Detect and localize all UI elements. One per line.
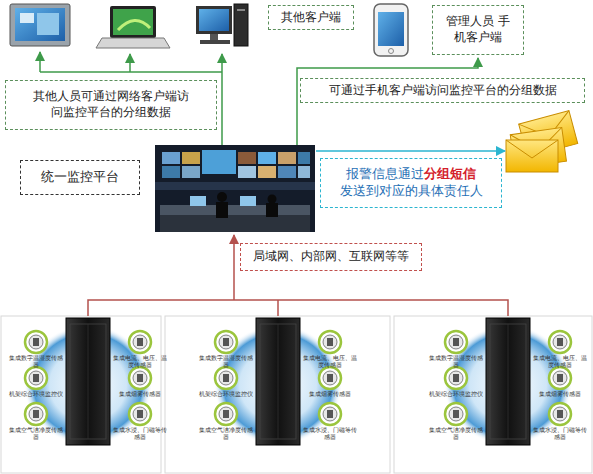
sensor-label: 集成烟雾传感器	[113, 390, 167, 397]
sensor-label: 集成数字温湿度传感器	[429, 354, 483, 368]
box-text: 报警信息通过	[346, 166, 424, 181]
sensor-label: 机架综合环境监控仪	[9, 390, 63, 397]
sensor-label: 集成空气洁净度传感器	[9, 426, 63, 440]
sensor-label: 集成数字温湿度传感器	[199, 354, 253, 368]
box-text: 发送到对应的具体责任人	[340, 183, 483, 200]
box-text: 可通过手机客户端访问监控平台的分组数据	[329, 83, 557, 99]
box-text: 其他人员可通过网络客户端访问监控平台的分组数据	[28, 89, 194, 120]
client-box: 管理人员 手机客户端	[432, 5, 524, 55]
sensor-label: 集成数字温湿度传感器	[9, 354, 63, 368]
sensor-label: 机架综合环境监控仪	[429, 390, 483, 397]
sensor-label: 集成空气洁净度传感器	[199, 426, 253, 440]
alarm-box: 报警信息通过分组短信发送到对应的具体责任人	[320, 158, 502, 208]
box-text: 局域网、内部网、互联网等等	[253, 249, 409, 265]
note-box: 其他人员可通过网络客户端访问监控平台的分组数据	[5, 80, 217, 130]
sensor-label: 集成水浸、门磁等传感器	[533, 426, 587, 440]
platform-box: 统一监控平台	[20, 160, 140, 195]
box-text: 统一监控平台	[41, 169, 119, 186]
sensor-label: 集成烟雾传感器	[533, 390, 587, 397]
network-box: 局域网、内部网、互联网等等	[240, 243, 422, 271]
sensor-label: 集成电流、电压、温度传感器	[303, 354, 357, 368]
box-text: 分组短信	[424, 166, 476, 181]
sensor-label: 集成空气洁净度传感器	[429, 426, 483, 440]
sensor-label: 集成水浸、门磁等传感器	[303, 426, 357, 440]
sensor-label: 集成电流、电压、温度传感器	[113, 354, 167, 368]
box-text: 管理人员 手机客户端	[441, 14, 515, 45]
client-box: 其他客户端	[268, 5, 354, 30]
sensor-label: 集成电流、电压、温度传感器	[533, 354, 587, 368]
box-text: 其他客户端	[281, 10, 341, 26]
sensor-label: 机架综合环境监控仪	[199, 390, 253, 397]
sensor-label: 集成烟雾传感器	[303, 390, 357, 397]
note-box: 可通过手机客户端访问监控平台的分组数据	[300, 78, 585, 103]
sensor-label: 集成水浸、门磁等传感器	[113, 426, 167, 440]
